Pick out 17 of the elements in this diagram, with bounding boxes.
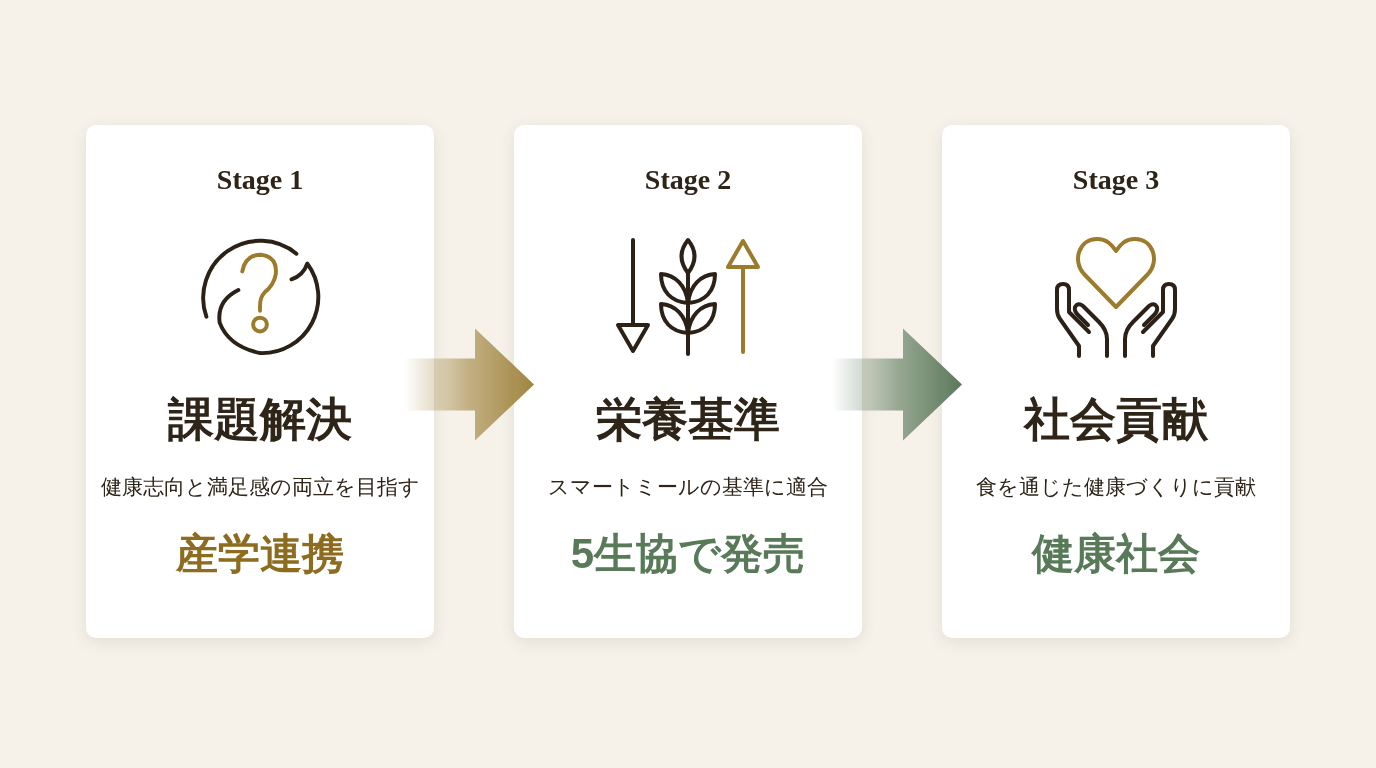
stage-card bbox=[514, 125, 862, 638]
stage-description: スマートミールの基準に適合 bbox=[547, 474, 829, 500]
stage-title: 課題解決 bbox=[168, 393, 352, 447]
arrow bbox=[404, 328, 534, 441]
stage-label: Stage 2 bbox=[644, 163, 732, 197]
stage-card bbox=[942, 125, 1290, 638]
stage-title: 社会貢献 bbox=[1024, 393, 1208, 447]
stage-highlight: 産学連携 bbox=[176, 529, 344, 579]
stage-highlight: 5生協で発売 bbox=[570, 529, 806, 579]
stage-highlight: 健康社会 bbox=[1032, 529, 1200, 579]
stage-description: 健康志向と満足感の両立を目指す bbox=[99, 474, 421, 500]
stage-label: Stage 3 bbox=[1072, 163, 1160, 197]
stage-title: 栄養基準 bbox=[596, 393, 780, 447]
stage-card bbox=[86, 125, 434, 638]
arrow bbox=[832, 328, 962, 441]
stage-label: Stage 1 bbox=[216, 163, 304, 197]
stage-description: 食を通じた健康づくりに貢献 bbox=[975, 474, 1257, 500]
